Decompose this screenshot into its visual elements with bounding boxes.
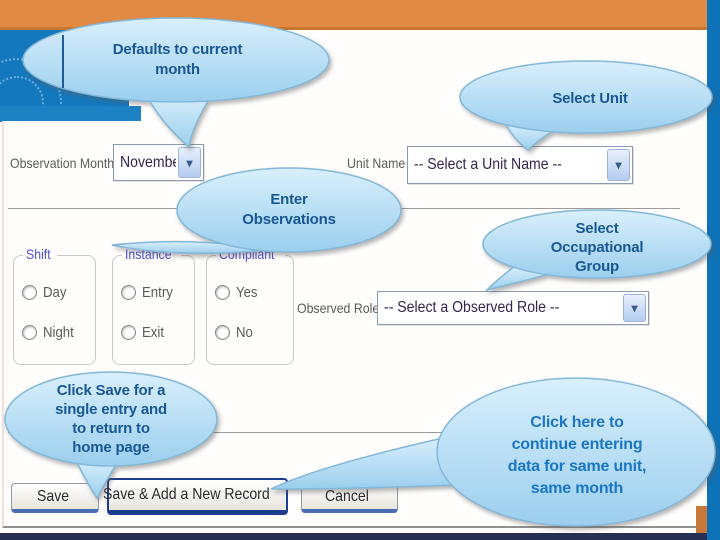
unit-name-label-text: Unit Name: [347, 155, 406, 171]
unit-name-select[interactable]: -- Select a Unit Name -- ▾: [407, 146, 633, 184]
observation-month-label: Observation Month: [10, 155, 128, 171]
dropdown-arrow-icon[interactable]: ▾: [607, 149, 630, 181]
radio-icon[interactable]: [121, 285, 136, 300]
radio-icon[interactable]: [22, 285, 37, 300]
shift-fieldset: Shift Day Night: [13, 246, 96, 365]
radio-label: Exit: [142, 324, 165, 341]
top-orange-bar: [0, 0, 707, 30]
callout-line: Select: [575, 220, 619, 237]
observation-month-value: November: [120, 153, 176, 171]
instance-fieldset: Instance Entry Exit: [112, 246, 195, 365]
callout-enter-observations-text: Enter Observations: [189, 190, 389, 230]
instance-legend: Instance: [122, 246, 181, 262]
callout-line: month: [155, 61, 200, 78]
observation-month-select[interactable]: November ▾: [113, 144, 204, 181]
shift-night-option: Night: [22, 324, 78, 341]
callout-select-occupational-group-text: Select Occupational Group: [497, 219, 697, 276]
bottom-navy-bar: [0, 533, 707, 540]
save-and-add-button[interactable]: Save & Add a New Record: [103, 478, 288, 515]
callout-line: Observations: [242, 211, 336, 228]
callout-line: Defaults to current: [112, 41, 243, 58]
observed-role-value: -- Select a Observed Role --: [384, 299, 560, 316]
callout-line: Select Unit: [552, 90, 628, 107]
radio-label: Entry: [142, 284, 173, 301]
compliant-legend: Compliant: [216, 246, 286, 262]
instance-exit-option: Exit: [121, 324, 167, 341]
callout-defaults-month-text: Defaults to current month: [60, 40, 295, 80]
radio-icon[interactable]: [22, 325, 37, 340]
radio-icon[interactable]: [121, 325, 136, 340]
callout-line: Enter: [270, 191, 308, 208]
orange-corner-chip: [696, 506, 707, 533]
divider-bottom: [8, 432, 692, 433]
callout-line: same month: [530, 480, 624, 497]
dropdown-arrow-icon[interactable]: ▾: [178, 147, 201, 178]
callout-line: continue entering: [511, 436, 643, 453]
shift-legend: Shift: [23, 246, 58, 262]
observed-role-select[interactable]: -- Select a Observed Role -- ▾: [377, 291, 649, 325]
radio-label: Night: [43, 324, 74, 341]
observed-role-label-text: Observed Role: [297, 300, 380, 316]
right-blue-bar: [707, 0, 720, 540]
radio-label: Day: [43, 284, 67, 301]
radio-icon[interactable]: [215, 285, 230, 300]
logo-box-step: [0, 106, 141, 122]
shift-day-option: Day: [22, 284, 70, 301]
callout-line: single entry and: [55, 401, 167, 418]
callout-line: Group: [575, 258, 619, 275]
cancel-button[interactable]: Cancel: [301, 483, 398, 513]
callout-line: Occupational: [550, 239, 644, 256]
cancel-button-label: Cancel: [324, 487, 369, 505]
callout-select-unit-text: Select Unit: [500, 89, 680, 109]
callout-line: data for same unit,: [507, 458, 647, 475]
compliant-fieldset: Compliant Yes No: [206, 246, 294, 365]
compliant-yes-option: Yes: [215, 284, 260, 301]
callout-line: Click here to: [530, 414, 624, 431]
callout-click-save-text: Click Save for a single entry and to ret…: [16, 381, 206, 457]
save-button-label: Save: [36, 487, 69, 505]
save-and-add-button-label: Save & Add a New Record: [102, 486, 270, 503]
observation-month-label-text: Observation Month: [10, 155, 115, 171]
instance-entry-option: Entry: [121, 284, 177, 301]
callout-click-here-text: Click here to continue entering data for…: [457, 412, 697, 500]
unit-name-value: -- Select a Unit Name --: [414, 156, 562, 173]
callout-line: home page: [72, 439, 150, 456]
unit-name-label: Unit Name: [347, 155, 413, 171]
callout-line: to return to: [72, 420, 150, 437]
vertical-accent-line: [62, 35, 64, 88]
dropdown-arrow-icon[interactable]: ▾: [623, 294, 646, 322]
radio-label: No: [236, 324, 253, 341]
callout-line: Click Save for a: [56, 382, 166, 399]
compliant-no-option: No: [215, 324, 255, 341]
observed-role-label: Observed Role: [297, 300, 390, 316]
radio-label: Yes: [236, 284, 258, 301]
radio-icon[interactable]: [215, 325, 230, 340]
save-button[interactable]: Save: [11, 483, 99, 513]
